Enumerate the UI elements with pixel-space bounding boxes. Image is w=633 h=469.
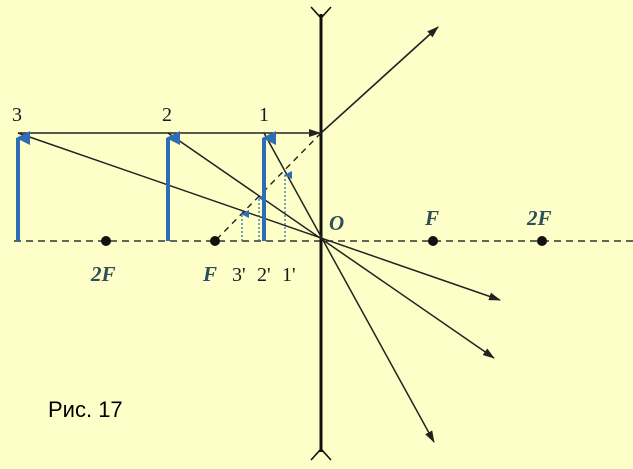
label-object-3: 3 xyxy=(12,104,22,126)
refracted-ray xyxy=(320,26,439,134)
label-2f-left: 2F xyxy=(90,262,116,286)
dot-2f-right xyxy=(537,236,547,246)
label-f-right: F xyxy=(424,206,439,230)
label-image-1: 1' xyxy=(282,264,296,286)
label-image-2: 2' xyxy=(257,264,271,286)
label-object-2: 2 xyxy=(162,104,172,126)
label-image-3: 3' xyxy=(232,264,246,286)
figure-caption: Рис. 17 xyxy=(48,397,123,422)
central-ray-2 xyxy=(167,132,495,359)
label-f-left: F xyxy=(202,262,217,286)
lens-bottom-cap xyxy=(310,447,332,461)
dot-f-right xyxy=(428,236,438,246)
label-object-1: 1 xyxy=(259,104,269,126)
label-2f-right: 2F xyxy=(526,206,552,230)
lens-top-cap xyxy=(310,6,332,20)
dot-2f-left xyxy=(101,236,111,246)
label-center-o: O xyxy=(329,211,344,235)
dot-f-left xyxy=(210,236,220,246)
virtual-extension xyxy=(214,132,322,242)
central-ray-1 xyxy=(263,132,435,443)
